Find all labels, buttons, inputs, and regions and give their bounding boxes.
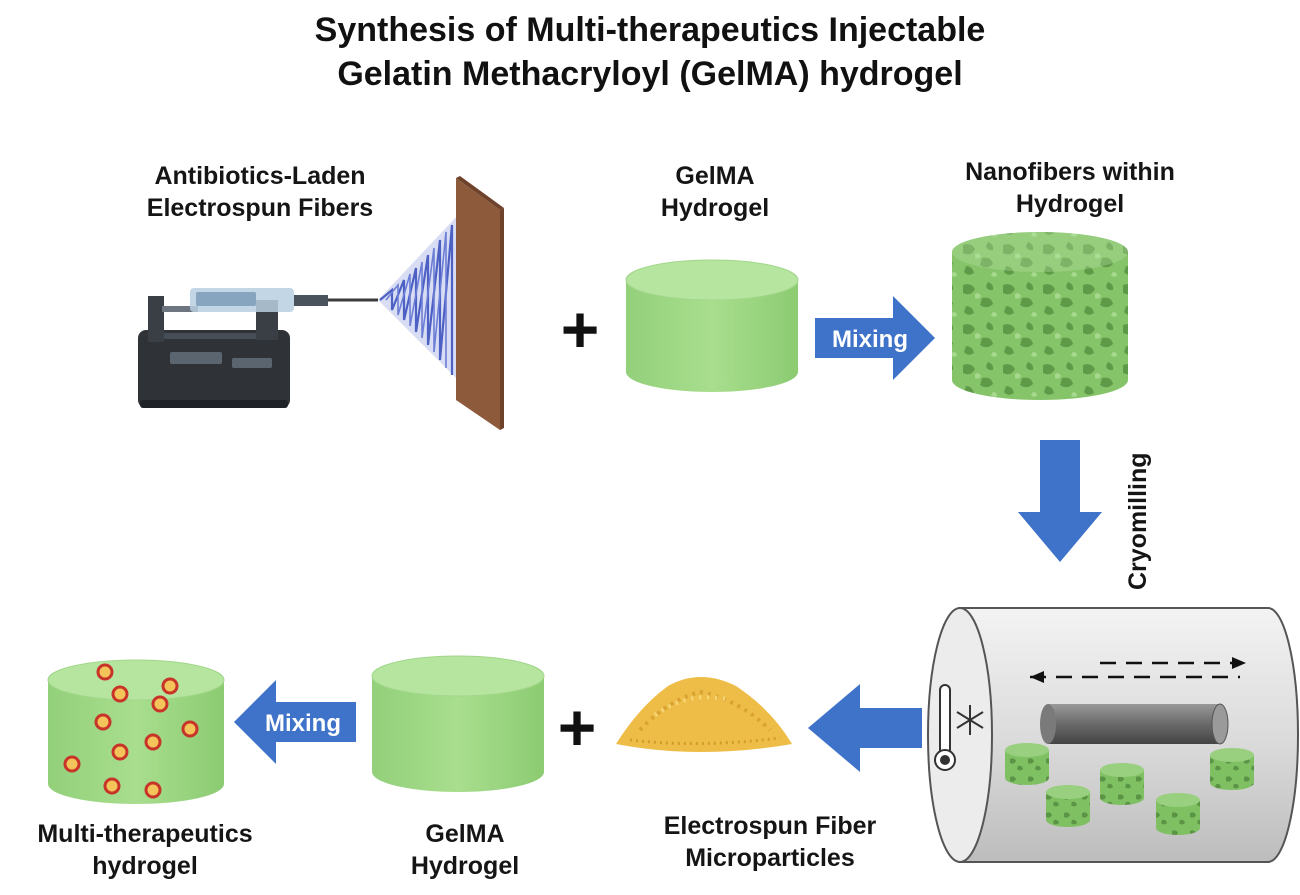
microparticles-powder-icon xyxy=(616,677,792,752)
gelma-hydrogel-bottom-icon xyxy=(371,655,545,792)
diagram-title: Synthesis of Multi-therapeutics Injectab… xyxy=(0,8,1300,96)
multi-therapeutics-hydrogel-icon xyxy=(47,659,225,804)
title-line-1: Synthesis of Multi-therapeutics Injectab… xyxy=(314,11,986,49)
mixing-label-top: Mixing xyxy=(832,326,908,353)
gelma-label-bottom: GelMA Hydrogel xyxy=(410,820,520,880)
output-arrow xyxy=(808,684,922,772)
cryomill-drum-icon xyxy=(927,607,1299,863)
collector-plate-icon xyxy=(456,176,504,430)
fibers-label: Antibiotics-Laden Electrospun Fibers xyxy=(146,162,374,222)
nanofiber-hydrogel-icon xyxy=(952,232,1128,400)
plus-sign-bottom: + xyxy=(558,690,597,764)
gelma-hydrogel-top-icon xyxy=(625,259,799,392)
nanofibers-label: Nanofibers within Hydrogel xyxy=(965,158,1175,218)
microparticles-label: Electrospun Fiber Microparticles xyxy=(663,812,877,872)
plus-sign-top: + xyxy=(561,292,600,366)
mixing-arrow-bottom: Mixing xyxy=(234,680,356,764)
gelma-label-top: GelMA Hydrogel xyxy=(660,162,770,222)
title-line-2: Gelatin Methacryloyl (GelMA) hydrogel xyxy=(337,55,963,93)
mixing-label-bottom: Mixing xyxy=(265,710,341,737)
multi-therapeutics-label: Multi-therapeutics hydrogel xyxy=(37,820,253,880)
cryomilling-arrow xyxy=(1018,440,1102,562)
electrospun-fibers-icon xyxy=(378,215,458,380)
mixing-arrow-top: Mixing xyxy=(815,296,935,380)
syringe-pump-icon xyxy=(138,288,378,408)
